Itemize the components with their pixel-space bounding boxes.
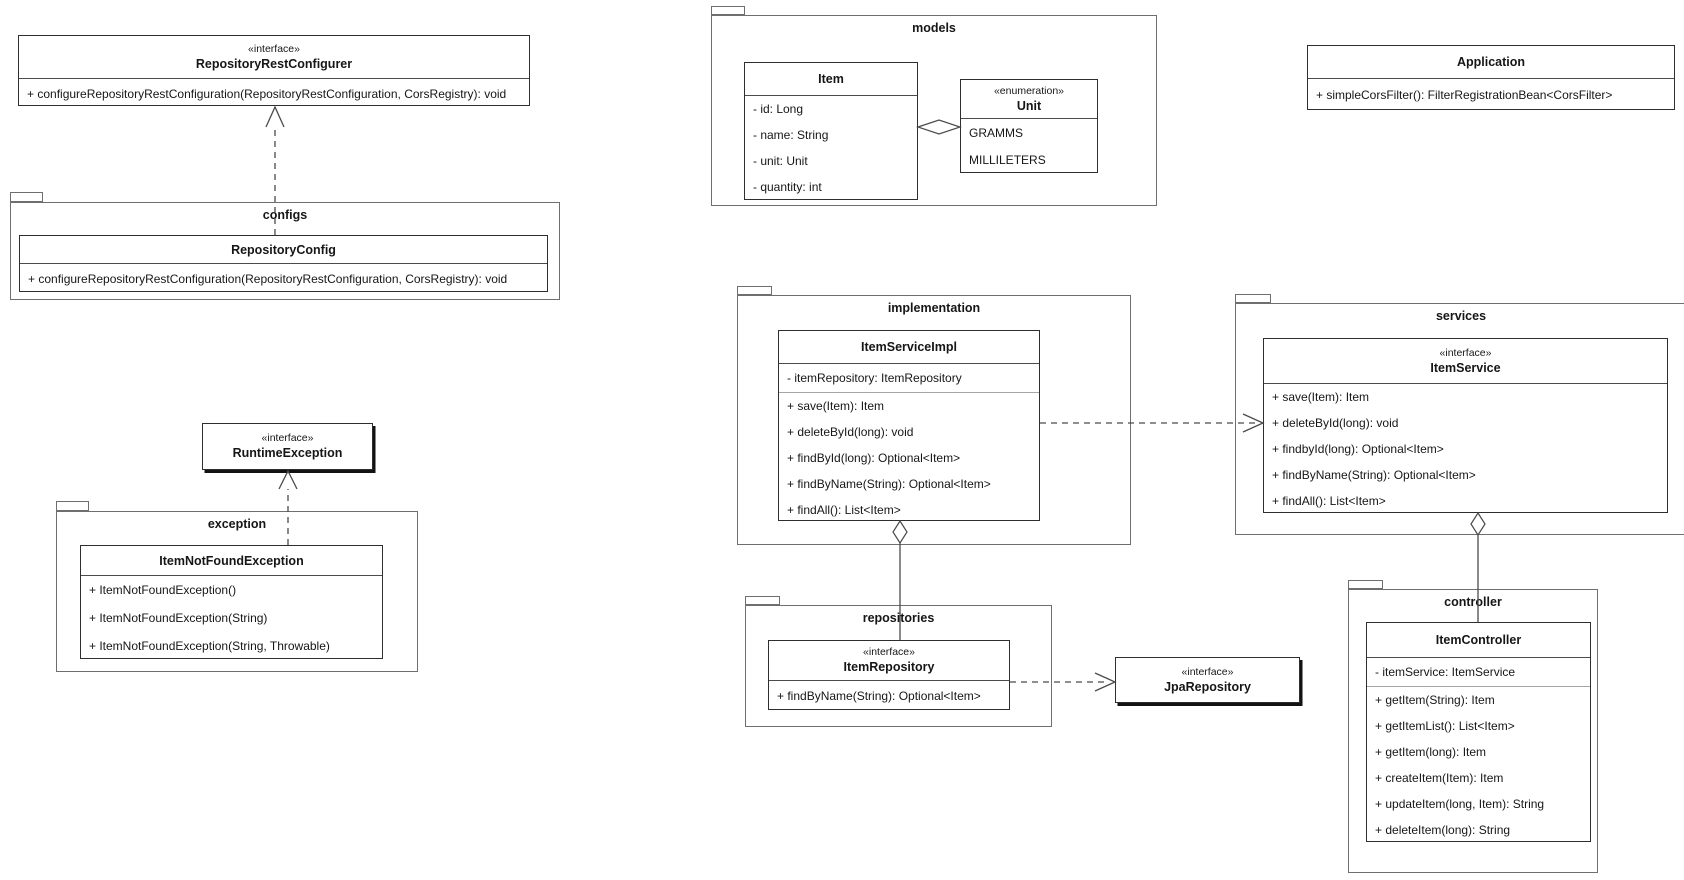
class-name: RuntimeException (232, 446, 343, 460)
package-controller-tab (1348, 580, 1383, 589)
attribute-row: - name: String (753, 128, 829, 142)
method-row: + ItemNotFoundException() (89, 583, 237, 597)
stereotype-label: «interface» (1181, 665, 1234, 678)
class-item-service-impl: ItemServiceImpl - itemRepository: ItemRe… (778, 330, 1040, 521)
class-item-not-found-exception: ItemNotFoundException + ItemNotFoundExce… (80, 545, 383, 659)
class-item-controller: ItemController - itemService: ItemServic… (1366, 622, 1591, 842)
package-repositories-tab (745, 596, 780, 605)
attribute-row: - itemRepository: ItemRepository (787, 371, 962, 385)
package-configs-tab (10, 192, 43, 202)
method-row: + deleteItem(long): String (1375, 823, 1511, 837)
class-name: ItemServiceImpl (861, 340, 957, 354)
attribute-row: - id: Long (753, 102, 804, 116)
method-row: + getItem(String): Item (1375, 693, 1495, 707)
method-row: + configureRepositoryRestConfiguration(R… (27, 86, 507, 101)
method-row: + findById(long): Optional<Item> (787, 451, 961, 465)
package-label: controller (1444, 595, 1502, 609)
class-repository-rest-configurer: «interface» RepositoryRestConfigurer + c… (18, 35, 530, 106)
method-row: + simpleCorsFilter(): FilterRegistration… (1316, 87, 1613, 102)
package-label: implementation (887, 301, 981, 315)
package-implementation-tab (737, 286, 772, 295)
method-row: + save(Item): Item (787, 399, 885, 413)
method-row: + deleteById(long): void (1272, 416, 1399, 430)
method-row: + deleteById(long): void (787, 425, 914, 439)
stereotype-label: «interface» (248, 42, 300, 55)
method-row: + findByName(String): Optional<Item> (1272, 468, 1476, 482)
class-item-repository: «interface» ItemRepository + findByName(… (768, 640, 1010, 710)
method-row: + findByName(String): Optional<Item> (777, 688, 981, 703)
attribute-row: - unit: Unit (753, 154, 808, 168)
class-name: RepositoryConfig (231, 242, 336, 257)
method-row: + ItemNotFoundException(String) (89, 611, 268, 625)
package-label: models (912, 21, 956, 35)
method-row: + getItemList(): List<Item> (1375, 719, 1515, 733)
class-item: Item - id: Long - name: String - unit: U… (744, 62, 918, 200)
method-row: + save(Item): Item (1272, 390, 1370, 404)
method-row: + updateItem(long, Item): String (1375, 797, 1545, 811)
method-row: + findAll(): List<Item> (1272, 494, 1386, 508)
stereotype-label: «interface» (863, 646, 915, 658)
method-row: + findByName(String): Optional<Item> (787, 477, 991, 491)
class-repository-config: RepositoryConfig + configureRepositoryRe… (19, 235, 548, 292)
class-name: Unit (1016, 98, 1042, 113)
stereotype-label: «interface» (1439, 346, 1492, 359)
open-arrowhead-icon (265, 105, 285, 128)
stereotype-label: «enumeration» (993, 84, 1065, 97)
package-label: configs (262, 208, 308, 222)
class-application: Application + simpleCorsFilter(): Filter… (1307, 45, 1675, 110)
package-label: repositories (862, 611, 935, 625)
enum-literal-row: MILLILETERS (969, 152, 1046, 167)
open-arrowhead-icon (1094, 672, 1117, 692)
method-row: + findAll(): List<Item> (787, 503, 901, 517)
stereotype-label: «interface» (261, 432, 314, 444)
class-name: JpaRepository (1164, 679, 1251, 694)
class-item-service: «interface» ItemService + save(Item): It… (1263, 338, 1668, 513)
method-row: + createItem(Item): Item (1375, 771, 1504, 785)
method-row: + ItemNotFoundException(String, Throwabl… (89, 639, 330, 653)
method-row: + getItem(long): Item (1375, 745, 1487, 759)
class-unit-enumeration: «enumeration» Unit GRAMMS MILLILETERS (960, 79, 1098, 173)
class-name: ItemController (1435, 633, 1522, 647)
method-row: + findbyId(long): Optional<Item> (1272, 442, 1444, 456)
enum-literal-row: GRAMMS (969, 125, 1023, 140)
class-name: Item (818, 72, 844, 86)
package-exception-tab (56, 501, 89, 511)
package-label: services (1435, 309, 1487, 323)
class-name: ItemNotFoundException (159, 553, 304, 568)
class-name: ItemRepository (843, 660, 935, 674)
package-models-tab (711, 6, 745, 15)
class-runtime-exception: «interface» RuntimeException (202, 423, 373, 470)
class-name: RepositoryRestConfigurer (195, 56, 353, 71)
attribute-row: - quantity: int (753, 180, 822, 194)
package-services-tab (1235, 294, 1271, 303)
package-label: exception (207, 517, 267, 531)
open-arrowhead-icon (278, 469, 298, 490)
method-row: + configureRepositoryRestConfiguration(R… (28, 271, 508, 286)
class-jpa-repository: «interface» JpaRepository (1115, 657, 1300, 703)
attribute-row: - itemService: ItemService (1375, 665, 1516, 679)
class-name: Application (1456, 55, 1526, 69)
class-name: ItemService (1430, 360, 1501, 375)
